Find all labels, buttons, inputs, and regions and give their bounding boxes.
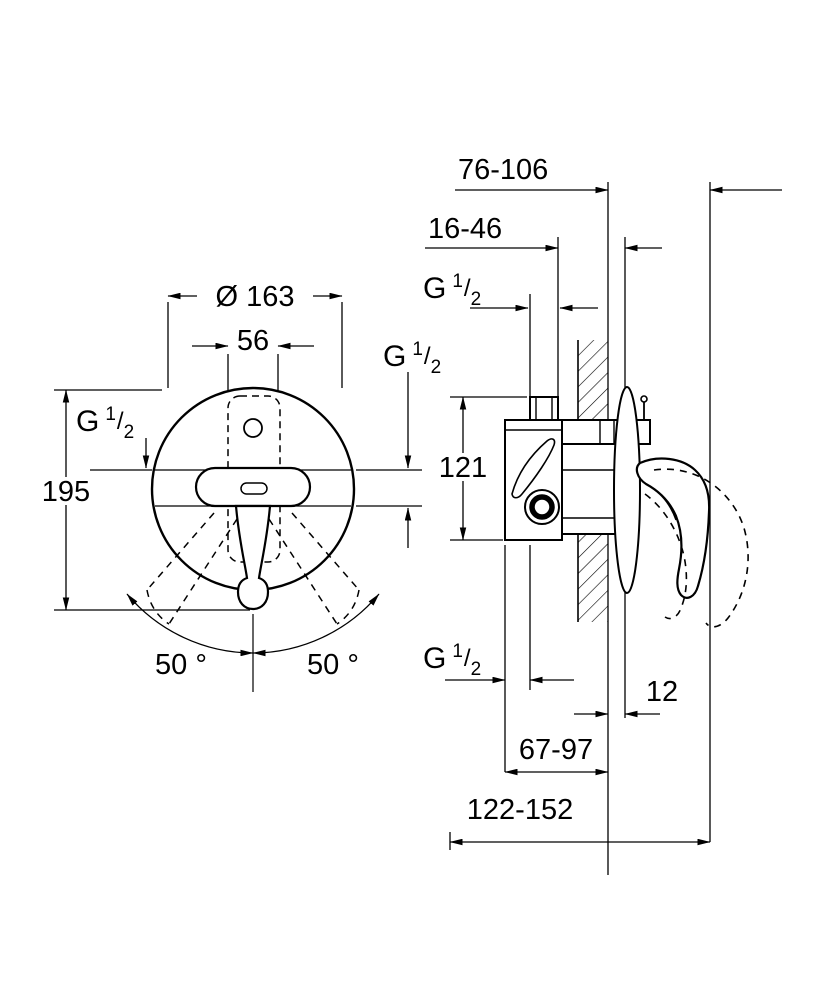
swing-right-edge xyxy=(291,512,360,591)
angle-right-label: 50 ° xyxy=(307,649,359,681)
dim-195-label-bg xyxy=(40,477,92,505)
handle-side-detail xyxy=(649,485,677,521)
angle-arc-right xyxy=(252,593,380,657)
top-port xyxy=(529,396,559,421)
side-dimensions xyxy=(425,186,782,850)
swing-right-tip xyxy=(336,589,360,625)
front-dimensions xyxy=(40,281,422,611)
dim-56-label: 56 xyxy=(237,325,269,357)
dim-121-label: 121 xyxy=(439,452,487,484)
thread-slash: / xyxy=(464,645,471,672)
angle-left-label: 50 ° xyxy=(155,649,207,681)
wall-sleeve xyxy=(559,443,623,535)
lever-base xyxy=(194,466,312,508)
dim-dia-label-bg xyxy=(197,281,313,311)
thread-denominator: 2 xyxy=(471,659,482,680)
side-view xyxy=(425,182,782,875)
dim-195-label: 195 xyxy=(42,476,90,508)
thread-numerator: 1 xyxy=(412,339,423,360)
handle-rotated-outline xyxy=(653,468,749,628)
dim-121-label-bg xyxy=(437,453,489,481)
angle-arc-left xyxy=(126,593,254,657)
thread-slash: / xyxy=(117,408,124,435)
dim-12-label: 12 xyxy=(646,676,678,708)
thread-slash: / xyxy=(464,275,471,302)
thread-numerator: 1 xyxy=(105,404,116,425)
thread-denominator: 2 xyxy=(471,289,482,310)
front-view xyxy=(40,281,422,692)
thread-g: G xyxy=(76,405,99,438)
thread-slash: / xyxy=(424,343,431,370)
thread-denominator: 2 xyxy=(431,357,442,378)
dim-diameter-label: Ø 163 xyxy=(216,281,295,313)
swing-right-edge xyxy=(268,518,338,625)
dim-76-106-label: 76-106 xyxy=(458,154,548,186)
lever-handle-front xyxy=(234,504,272,611)
handle-rotated-outline xyxy=(644,493,688,620)
carrier-pin-head xyxy=(640,395,648,403)
swing-left-tip xyxy=(146,589,170,625)
thread-denominator: 2 xyxy=(124,422,135,443)
thread-g: G xyxy=(383,340,406,373)
union-nut-ring xyxy=(529,494,555,520)
dim-67-97-label: 67-97 xyxy=(519,734,593,766)
dim-16-46-label: 16-46 xyxy=(428,213,502,245)
labels: Ø 163 56 195 50 ° 50 ° 76-106 16-46 121 … xyxy=(42,154,678,826)
thread-numerator: 1 xyxy=(452,641,463,662)
dim-122-152-label: 122-152 xyxy=(467,794,573,826)
handle-side xyxy=(635,457,749,628)
diverter-knob xyxy=(243,418,263,438)
escutcheon-profile xyxy=(613,386,641,594)
handle-rotated-dashed xyxy=(644,468,749,628)
thread-numerator: 1 xyxy=(452,271,463,292)
valve-body-side xyxy=(504,395,651,541)
swing-left-edge xyxy=(168,518,238,625)
swing-left-edge xyxy=(146,512,215,591)
thread-g: G xyxy=(423,642,446,675)
cartridge-lever xyxy=(511,438,556,499)
lever-base-slot xyxy=(240,482,268,495)
thread-g: G xyxy=(423,272,446,305)
